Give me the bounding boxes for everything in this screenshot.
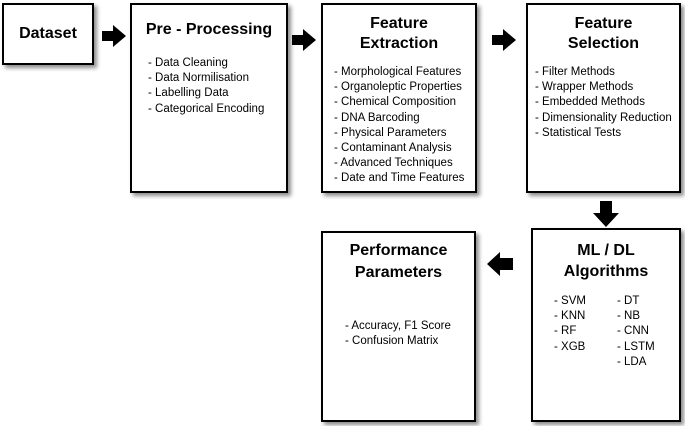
list-item: - Date and Time Features <box>334 172 465 185</box>
dataset-node: Dataset <box>2 3 94 65</box>
list-item: - DNA Barcoding <box>334 111 420 124</box>
list-item: - RF <box>554 325 577 338</box>
list-item: - KNN <box>554 310 586 323</box>
list-item: - Organoleptic Properties <box>334 81 462 94</box>
preprocessing-items: - Data Cleaning - Data Normilisation - L… <box>148 56 264 117</box>
arrow-extraction-to-selection <box>492 29 516 51</box>
list-item: - Contaminant Analysis <box>334 142 452 155</box>
performance-items: - Accuracy, F1 Score - Confusion Matrix <box>345 319 451 349</box>
preprocessing-title: Pre - Processing <box>145 21 273 38</box>
list-item: - Labelling Data <box>148 87 229 100</box>
list-item: - CNN <box>617 325 649 338</box>
list-item: - DT <box>617 295 640 307</box>
list-item: - Confusion Matrix <box>345 335 439 348</box>
ml-dl-items-right: - DT - NB - CNN - LSTM - LDA <box>617 294 655 370</box>
feature-selection-items: - Filter Methods - Wrapper Methods - Emb… <box>535 65 672 141</box>
list-item: - XGB <box>554 340 586 353</box>
feature-selection-title-line1: Feature <box>574 15 633 32</box>
performance-title-line2: Parameters <box>354 264 443 281</box>
list-item: - SVM <box>554 295 586 307</box>
ml-dl-node: ML / DL Algorithms - SVM - KNN - RF - XG… <box>531 228 681 422</box>
list-item: - Dimensionality Reduction <box>535 111 672 124</box>
feature-extraction-title-line2: Extraction <box>359 35 439 52</box>
feature-extraction-title-line1: Feature <box>370 15 428 32</box>
feature-extraction-items: - Morphological Features - Organoleptic … <box>334 65 464 187</box>
list-item: - Categorical Encoding <box>148 102 265 115</box>
ml-dl-items-left: - SVM - KNN - RF - XGB <box>554 294 586 355</box>
list-item: - Statistical Tests <box>535 126 622 139</box>
list-item: - Data Normilisation <box>148 72 249 85</box>
preprocessing-node: Pre - Processing - Data Cleaning - Data … <box>130 3 288 193</box>
list-item: - Physical Parameters <box>334 126 447 139</box>
list-item: - LDA <box>617 355 647 368</box>
arrow-ml-to-performance <box>487 252 513 276</box>
arrow-selection-to-ml <box>593 201 619 227</box>
list-item: - Wrapper Methods <box>535 81 634 94</box>
list-item: - Data Cleaning <box>148 57 228 69</box>
list-item: - Accuracy, F1 Score <box>345 320 451 332</box>
list-item: - Embedded Methods <box>535 96 645 109</box>
ml-dl-title-line1: ML / DL <box>577 242 635 259</box>
performance-node: Performance Parameters - Accuracy, F1 Sc… <box>321 231 476 422</box>
feature-selection-title-line2: Selection <box>567 35 640 52</box>
dataset-title: Dataset <box>19 25 77 42</box>
performance-title-line1: Performance <box>349 242 448 259</box>
list-item: - Filter Methods <box>535 66 615 78</box>
list-item: - Morphological Features <box>334 66 462 78</box>
ml-dl-title-line2: Algorithms <box>563 263 649 280</box>
arrow-dataset-to-preprocessing <box>102 25 126 47</box>
list-item: - LSTM <box>617 340 655 353</box>
list-item: - NB <box>617 310 640 323</box>
feature-extraction-node: Feature Extraction - Morphological Featu… <box>321 3 477 193</box>
arrow-preprocessing-to-extraction <box>292 29 316 51</box>
list-item: - Chemical Composition <box>334 96 457 109</box>
list-item: - Advanced Techniques <box>334 157 453 170</box>
feature-selection-node: Feature Selection - Filter Methods - Wra… <box>526 3 681 193</box>
